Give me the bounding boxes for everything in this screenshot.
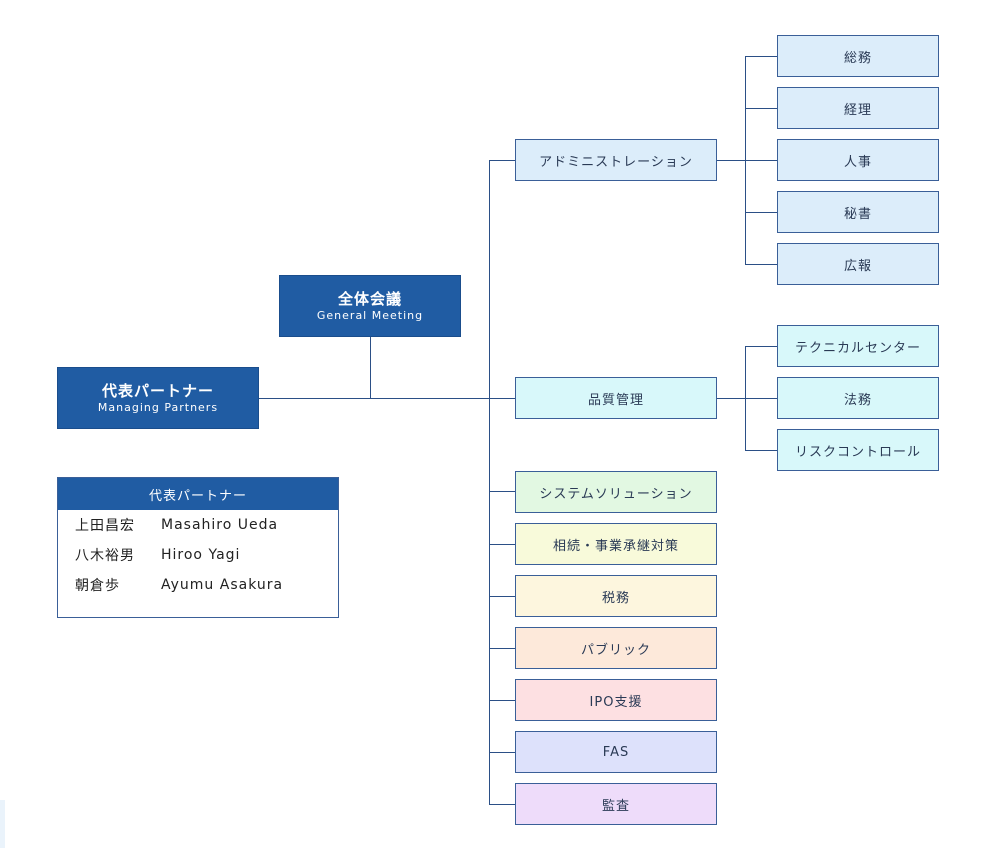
- partner-row: 上田昌宏 Masahiro Ueda: [58, 510, 338, 540]
- page-edge-decoration: [0, 800, 5, 848]
- division-public: パブリック: [515, 627, 717, 669]
- partner-name-en: Hiroo Yagi: [161, 547, 241, 563]
- dept-general-affairs: 総務: [777, 35, 939, 77]
- partner-name-jp: 上田昌宏: [75, 518, 135, 534]
- dept-risk-control: リスクコントロール: [777, 429, 939, 471]
- division-administration: アドミニストレーション: [515, 139, 717, 181]
- dept-technical-center: テクニカルセンター: [777, 325, 939, 367]
- managing-partners-jp: 代表パートナー: [101, 381, 214, 400]
- division-ipo: IPO支援: [515, 679, 717, 721]
- division-system-solution: システムソリューション: [515, 471, 717, 513]
- partner-name-en: Ayumu Asakura: [161, 577, 284, 593]
- managing-partners-box: 代表パートナー Managing Partners: [57, 367, 259, 429]
- partner-name-en: Masahiro Ueda: [161, 517, 279, 533]
- division-audit: 監査: [515, 783, 717, 825]
- dept-hr: 人事: [777, 139, 939, 181]
- dept-legal: 法務: [777, 377, 939, 419]
- partner-row: 朝倉歩 Ayumu Asakura: [58, 570, 338, 600]
- legend-title: 代表パートナー: [58, 478, 338, 510]
- partner-name-jp: 朝倉歩: [75, 578, 120, 594]
- partners-legend: 代表パートナー 上田昌宏 Masahiro Ueda 八木裕男 Hiroo Ya…: [57, 477, 339, 618]
- dept-accounting: 経理: [777, 87, 939, 129]
- division-tax: 税務: [515, 575, 717, 617]
- managing-partners-en: Managing Partners: [97, 400, 219, 414]
- general-meeting-en: General Meeting: [316, 308, 424, 322]
- division-succession: 相続・事業承継対策: [515, 523, 717, 565]
- partner-row: 八木裕男 Hiroo Yagi: [58, 540, 338, 570]
- dept-pr: 広報: [777, 243, 939, 285]
- general-meeting-jp: 全体会議: [337, 289, 402, 308]
- general-meeting-box: 全体会議 General Meeting: [279, 275, 461, 337]
- division-quality-control: 品質管理: [515, 377, 717, 419]
- division-fas: FAS: [515, 731, 717, 773]
- partner-name-jp: 八木裕男: [75, 548, 135, 564]
- dept-secretary: 秘書: [777, 191, 939, 233]
